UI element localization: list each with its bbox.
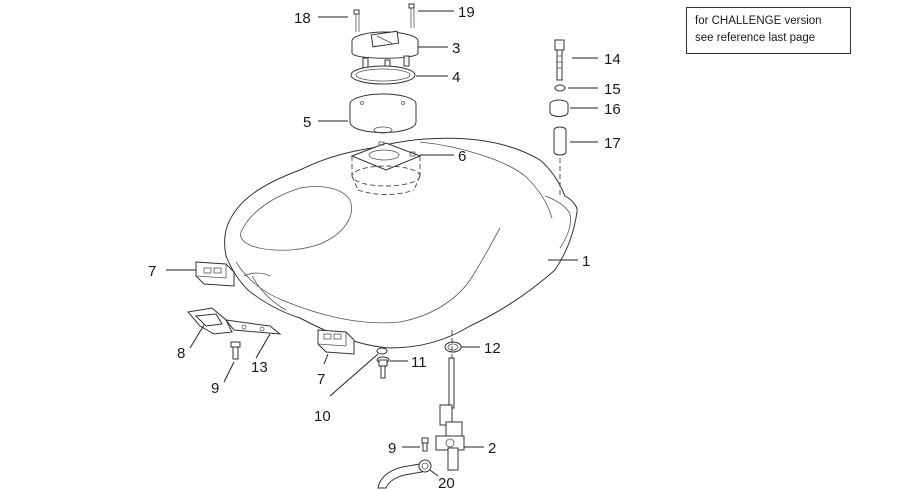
callout-13: 13 xyxy=(251,359,268,376)
screw-19 xyxy=(408,3,415,28)
callout-16: 16 xyxy=(604,101,621,118)
callout-1: 1 xyxy=(582,253,590,270)
challenge-version-note: for CHALLENGE version see reference last… xyxy=(686,7,851,54)
callout-19: 19 xyxy=(458,4,475,21)
screw-11 xyxy=(376,356,390,379)
washer-10 xyxy=(376,347,388,355)
callout-11: 11 xyxy=(411,354,427,371)
callout-5: 5 xyxy=(303,114,311,131)
plate-13 xyxy=(224,319,282,335)
hose xyxy=(377,463,423,489)
callout-7-right: 7 xyxy=(317,371,325,388)
callout-12: 12 xyxy=(484,340,501,357)
callout-9-right: 9 xyxy=(388,440,396,457)
note-line-1: for CHALLENGE version xyxy=(695,15,822,27)
bolt-14 xyxy=(554,39,565,81)
screw-9-left xyxy=(230,341,241,360)
callout-2: 2 xyxy=(488,440,496,457)
leader-lines xyxy=(166,10,598,477)
bracket-8 xyxy=(187,307,233,335)
callout-14: 14 xyxy=(604,51,621,68)
callout-4: 4 xyxy=(452,69,460,86)
callout-7-left: 7 xyxy=(148,263,156,280)
callout-labels: 18 19 3 4 5 6 1 7 8 13 9 7 10 11 12 14 1… xyxy=(148,4,621,490)
callout-8: 8 xyxy=(177,345,185,362)
o-ring-12 xyxy=(444,341,462,353)
callout-9-left: 9 xyxy=(211,380,219,397)
callout-3: 3 xyxy=(452,40,460,57)
spacer-17 xyxy=(553,126,567,198)
rubber-pad-7-left xyxy=(195,261,235,287)
callout-18: 18 xyxy=(294,10,311,27)
washer-15 xyxy=(554,84,566,92)
fuel-cock-2 xyxy=(435,330,465,471)
note-line-2: see reference last page xyxy=(695,32,816,44)
rubber-pad-7-right xyxy=(317,329,355,355)
callout-6: 6 xyxy=(458,148,466,165)
screw-18 xyxy=(353,9,360,32)
callout-20: 20 xyxy=(438,475,455,490)
callout-17: 17 xyxy=(604,135,621,152)
screw-9-right xyxy=(421,437,429,452)
bush-16 xyxy=(549,99,569,117)
callout-10: 10 xyxy=(314,408,331,425)
filler-cap-assembly xyxy=(349,30,422,195)
hose-clamp-20 xyxy=(418,459,432,473)
callout-15: 15 xyxy=(604,81,621,98)
fuel-tank xyxy=(224,137,578,349)
